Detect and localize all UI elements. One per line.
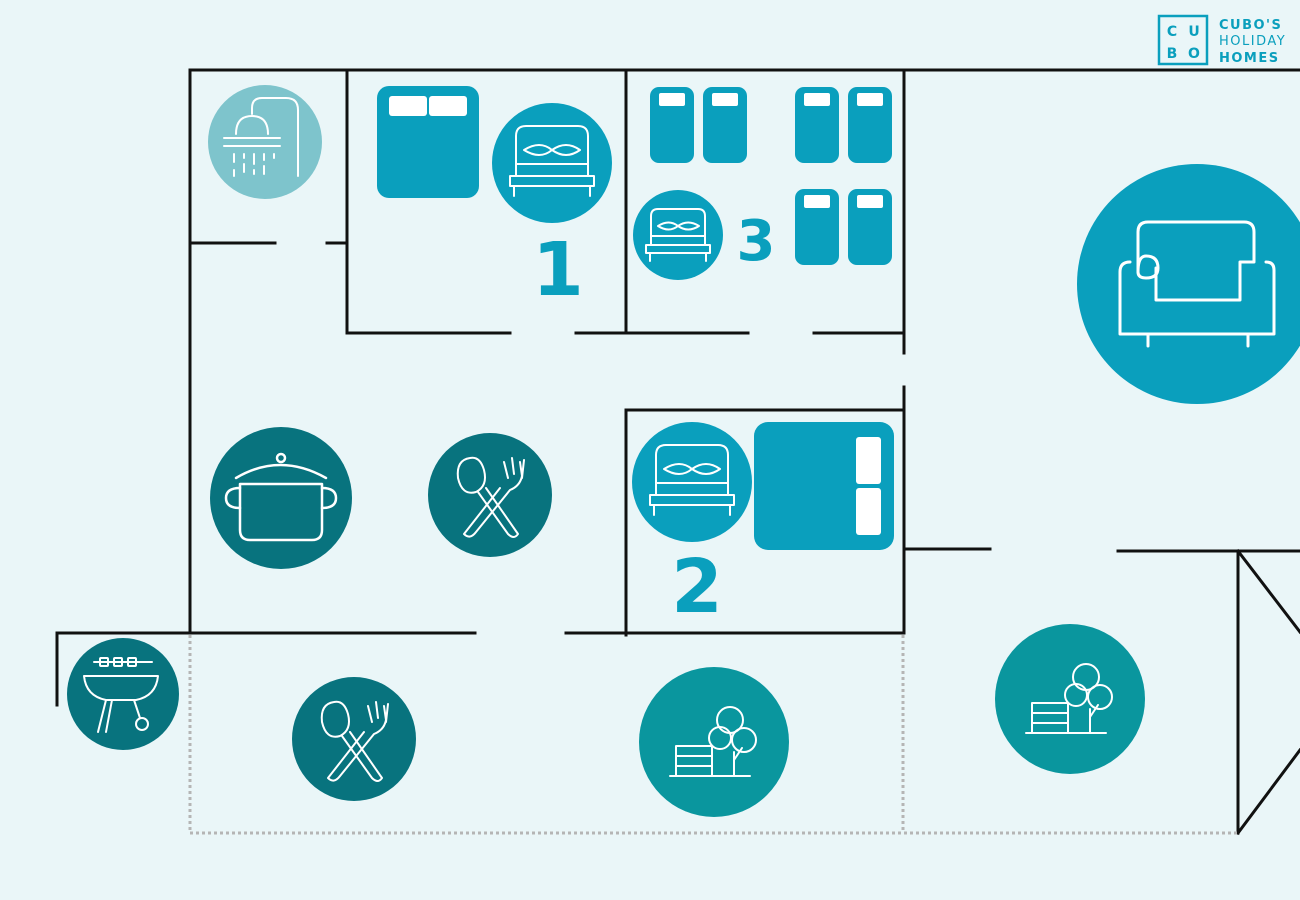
brand-logo: C U B O CUBO'S HOLIDAY HOMES — [1157, 14, 1286, 66]
double-bed-icon — [754, 422, 894, 550]
logo-letter: B — [1167, 46, 1178, 62]
cooking-pot-icon — [210, 427, 352, 569]
logo-letter: C — [1167, 24, 1177, 40]
bedroom-icon — [632, 422, 752, 542]
bedroom-1-number: 1 — [532, 227, 584, 313]
walls — [55, 68, 1300, 836]
bedroom-3-number: 3 — [737, 209, 776, 274]
bedroom-icon — [492, 103, 612, 223]
bedroom-2-number: 2 — [671, 544, 723, 630]
garden-icon — [995, 624, 1145, 774]
terrace-boundary — [188, 635, 1238, 835]
dining-icon — [292, 677, 416, 801]
dining-icon — [428, 433, 552, 557]
logo-line-1: CUBO'S — [1219, 18, 1282, 33]
bedroom-icon — [633, 190, 723, 280]
shower-icon — [208, 85, 322, 199]
logo-letter: O — [1188, 46, 1200, 62]
logo-line-2: HOLIDAY — [1219, 34, 1286, 49]
barbecue-icon — [67, 638, 179, 750]
double-bed-icon — [377, 86, 479, 198]
sofa-icon — [1077, 164, 1300, 404]
garden-icon — [639, 667, 789, 817]
logo-line-3: HOMES — [1219, 51, 1280, 66]
logo-letter: U — [1188, 24, 1199, 40]
